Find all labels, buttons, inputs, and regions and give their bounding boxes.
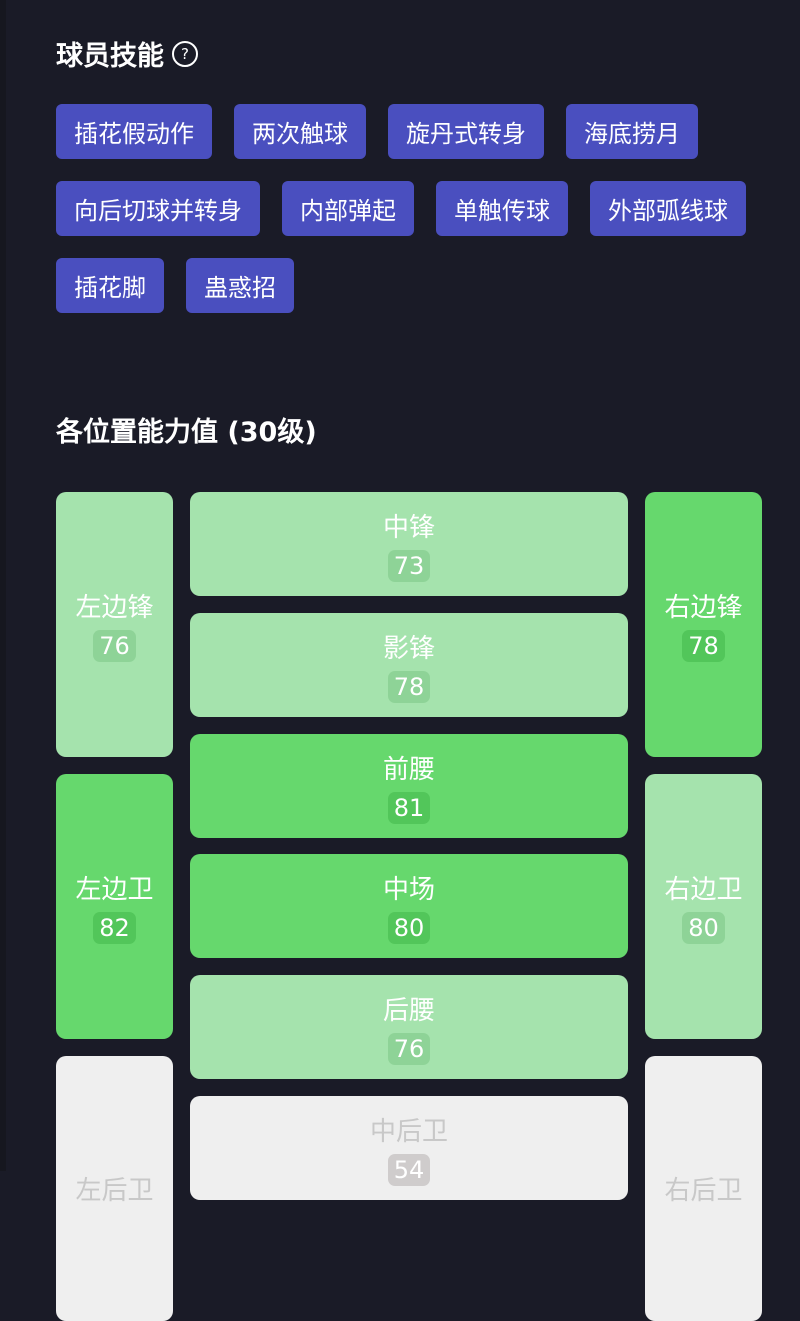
position-name: 前腰 bbox=[382, 754, 435, 785]
skill-chip[interactable]: 两次触球 bbox=[234, 104, 366, 159]
question-circle-icon[interactable]: ? bbox=[172, 40, 198, 67]
position-name: 左边卫 bbox=[75, 875, 154, 905]
position-cm[interactable]: 中场 80 bbox=[190, 854, 628, 958]
position-lw[interactable]: 左边锋 76 bbox=[56, 492, 173, 757]
position-rating: 81 bbox=[387, 791, 431, 824]
position-name: 左后卫 bbox=[75, 1176, 154, 1206]
skill-chip[interactable]: 海底捞月 bbox=[566, 104, 698, 159]
skill-chip[interactable]: 向后切球并转身 bbox=[56, 181, 260, 236]
positions-title: 各位置能力值 (30级) bbox=[56, 417, 317, 448]
position-rwb[interactable]: 右边卫 80 bbox=[645, 774, 762, 1039]
position-rating: 78 bbox=[387, 670, 431, 703]
position-cdm[interactable]: 后腰 76 bbox=[190, 975, 628, 1079]
skill-chip[interactable]: 插花脚 bbox=[56, 258, 164, 313]
position-rating: 76 bbox=[387, 1032, 431, 1065]
position-name: 右边锋 bbox=[664, 593, 743, 623]
position-rating: 80 bbox=[682, 912, 725, 944]
position-rating: 76 bbox=[93, 630, 136, 662]
skill-chip[interactable]: 旋丹式转身 bbox=[388, 104, 544, 159]
position-cam[interactable]: 前腰 81 bbox=[190, 734, 628, 838]
skills-title: 球员技能 bbox=[56, 41, 164, 72]
position-name: 中锋 bbox=[382, 512, 435, 543]
position-rw[interactable]: 右边锋 78 bbox=[645, 492, 762, 757]
position-rb[interactable]: 右后卫 bbox=[645, 1056, 762, 1321]
skills-list: 插花假动作 两次触球 旋丹式转身 海底捞月 向后切球并转身 内部弹起 单触传球 … bbox=[56, 104, 756, 313]
position-name: 右后卫 bbox=[664, 1176, 743, 1206]
skill-chip[interactable]: 蛊惑招 bbox=[186, 258, 294, 313]
position-rating: 80 bbox=[387, 911, 431, 944]
position-st[interactable]: 中锋 73 bbox=[190, 492, 628, 596]
position-rating: 82 bbox=[93, 912, 136, 944]
position-name: 右边卫 bbox=[664, 875, 743, 905]
position-lwb[interactable]: 左边卫 82 bbox=[56, 774, 173, 1039]
position-name: 中后卫 bbox=[369, 1116, 448, 1147]
position-name: 影锋 bbox=[382, 633, 435, 664]
position-rating: 54 bbox=[387, 1153, 431, 1186]
position-name: 后腰 bbox=[382, 995, 435, 1026]
position-name: 左边锋 bbox=[75, 593, 154, 623]
skill-chip[interactable]: 单触传球 bbox=[436, 181, 568, 236]
positions-heading: 各位置能力值 (30级) bbox=[56, 410, 317, 449]
skill-chip[interactable]: 插花假动作 bbox=[56, 104, 212, 159]
left-edge bbox=[0, 0, 6, 1171]
position-cf[interactable]: 影锋 78 bbox=[190, 613, 628, 717]
position-rating: 73 bbox=[387, 549, 431, 582]
skill-chip[interactable]: 外部弧线球 bbox=[590, 181, 746, 236]
position-cb[interactable]: 中后卫 54 bbox=[190, 1096, 628, 1200]
position-rating: 78 bbox=[682, 630, 725, 662]
skill-chip[interactable]: 内部弹起 bbox=[282, 181, 414, 236]
position-name: 中场 bbox=[382, 874, 435, 905]
skills-heading: 球员技能 ? bbox=[56, 34, 198, 73]
position-lb[interactable]: 左后卫 bbox=[56, 1056, 173, 1321]
